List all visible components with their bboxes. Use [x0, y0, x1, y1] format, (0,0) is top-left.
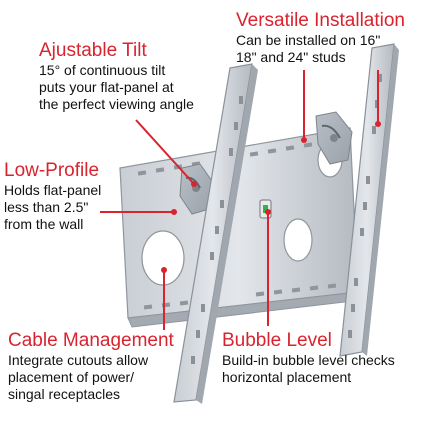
feature-low-profile: Low-Profile Holds flat-panel less than 2… — [4, 160, 101, 233]
feature-versatile-installation: Versatile Installation Can be installed … — [236, 10, 405, 66]
feature-desc-line: 15° of continuous tilt — [39, 62, 166, 78]
callout-line-tilt — [135, 119, 195, 185]
feature-desc-line: the perfect viewing angle — [39, 96, 194, 112]
callout-dot-tilt — [191, 181, 197, 187]
feature-title: Bubble Level — [222, 330, 332, 351]
feature-desc-line: Holds flat-panel — [4, 182, 102, 198]
callout-dot-low-profile — [171, 209, 177, 215]
feature-desc-line: singal receptacles — [8, 386, 121, 402]
feature-desc-line: Integrate cutouts allow — [8, 352, 149, 368]
feature-title: Cable Management — [8, 330, 174, 351]
feature-title: Versatile Installation — [236, 10, 405, 31]
wall-plate — [119, 127, 363, 328]
feature-title: Low-Profile — [4, 160, 100, 181]
callout-dot-cable — [161, 267, 167, 273]
feature-desc-line: puts your flat-panel at — [39, 79, 174, 95]
feature-desc-line: Build-in bubble level checks — [222, 352, 395, 368]
feature-desc-line: Can be installed on 16" — [236, 32, 381, 48]
feature-desc-line: from the wall — [4, 216, 84, 232]
tilt-bracket-right — [315, 111, 353, 165]
callout-dot-versatile-a — [301, 137, 307, 143]
vertical-arm-right — [339, 43, 399, 357]
callout-dot-level — [265, 209, 271, 215]
vertical-arm-left — [173, 63, 258, 404]
callout-lines — [100, 70, 381, 330]
feature-desc-line: less than 2.5" — [4, 199, 89, 215]
feature-adjustable-tilt: Ajustable Tilt 15° of continuous tilt pu… — [39, 40, 194, 113]
feature-desc-line: placement of power/ — [8, 369, 135, 385]
feature-title: Ajustable Tilt — [39, 40, 147, 61]
bubble-level-vial — [263, 205, 268, 213]
cable-cutout-center — [283, 218, 313, 262]
feature-desc-line: 18" and 24" studs — [236, 49, 346, 65]
callout-dot-versatile-b — [375, 121, 381, 127]
feature-desc-line: horizontal placement — [222, 369, 352, 385]
feature-cable-management: Cable Management Integrate cutouts allow… — [8, 330, 174, 403]
feature-bubble-level: Bubble Level Build-in bubble level check… — [222, 330, 395, 386]
